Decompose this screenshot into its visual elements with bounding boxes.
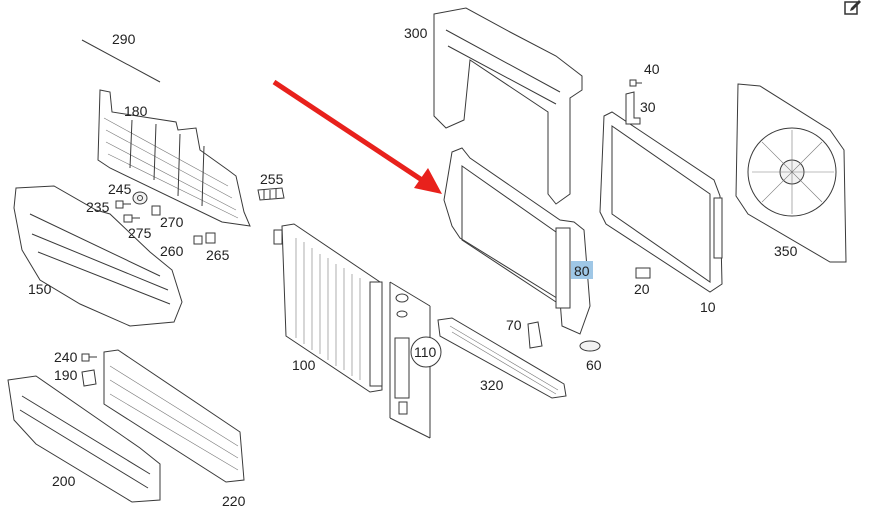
callout-70: 70 bbox=[506, 317, 522, 333]
callout-255: 255 bbox=[260, 171, 284, 187]
callout-275: 275 bbox=[128, 225, 152, 241]
callout-235: 235 bbox=[86, 199, 110, 215]
part-150-air-duct bbox=[13, 185, 183, 327]
callout-20: 20 bbox=[634, 281, 650, 297]
callout-240: 240 bbox=[54, 349, 78, 365]
callout-80: 80 bbox=[574, 263, 590, 279]
part-300-upper-carrier bbox=[433, 7, 583, 205]
callout-260: 260 bbox=[160, 243, 184, 259]
part-290-leader bbox=[81, 39, 161, 83]
part-255-bracket bbox=[257, 187, 285, 201]
part-180-upper-shutter bbox=[97, 89, 251, 227]
part-350-fan bbox=[735, 83, 847, 263]
callout-180: 180 bbox=[124, 103, 148, 119]
callout-110: 110 bbox=[414, 344, 437, 360]
callout-200: 200 bbox=[52, 473, 76, 489]
part-60-mount bbox=[579, 340, 601, 352]
part-245-washer bbox=[132, 191, 148, 205]
callout-300: 300 bbox=[404, 25, 428, 41]
part-main-radiator-frame bbox=[443, 147, 591, 335]
part-220-lower-shutter bbox=[103, 349, 245, 483]
part-200-lower-frame bbox=[7, 375, 161, 503]
highlight-80-box bbox=[571, 261, 593, 279]
callout-150: 150 bbox=[28, 281, 52, 297]
part-320-air-guide bbox=[437, 317, 567, 399]
part-40-screw bbox=[629, 79, 642, 87]
part-70-bracket bbox=[527, 321, 543, 349]
part-240-screw bbox=[81, 353, 97, 362]
part-10-radiator bbox=[599, 111, 723, 293]
part-100-condenser bbox=[273, 223, 383, 393]
part-190-clip bbox=[81, 369, 97, 387]
callout-220: 220 bbox=[222, 493, 246, 509]
callout-350: 350 bbox=[774, 243, 798, 259]
callout-40: 40 bbox=[644, 61, 660, 77]
part-20-drain-plug bbox=[635, 267, 651, 279]
callout-265: 265 bbox=[206, 247, 230, 263]
part-110-dryer bbox=[389, 281, 442, 439]
callout-270: 270 bbox=[160, 214, 184, 230]
callout-60: 60 bbox=[586, 357, 602, 373]
part-235-screw bbox=[115, 200, 131, 209]
part-270-clip bbox=[151, 205, 161, 216]
red-pointer-arrow bbox=[272, 79, 442, 194]
callout-30: 30 bbox=[640, 99, 656, 115]
edit-icon[interactable] bbox=[844, 0, 862, 16]
part-275-screw bbox=[123, 214, 140, 223]
callout-320: 320 bbox=[480, 377, 504, 393]
callout-245: 245 bbox=[108, 181, 132, 197]
callout-190: 190 bbox=[54, 367, 78, 383]
part-30-bracket bbox=[625, 91, 641, 125]
callout-100: 100 bbox=[292, 357, 316, 373]
part-260-265-clips bbox=[193, 232, 216, 245]
callout-290: 290 bbox=[112, 31, 136, 47]
callout-10: 10 bbox=[700, 299, 716, 315]
